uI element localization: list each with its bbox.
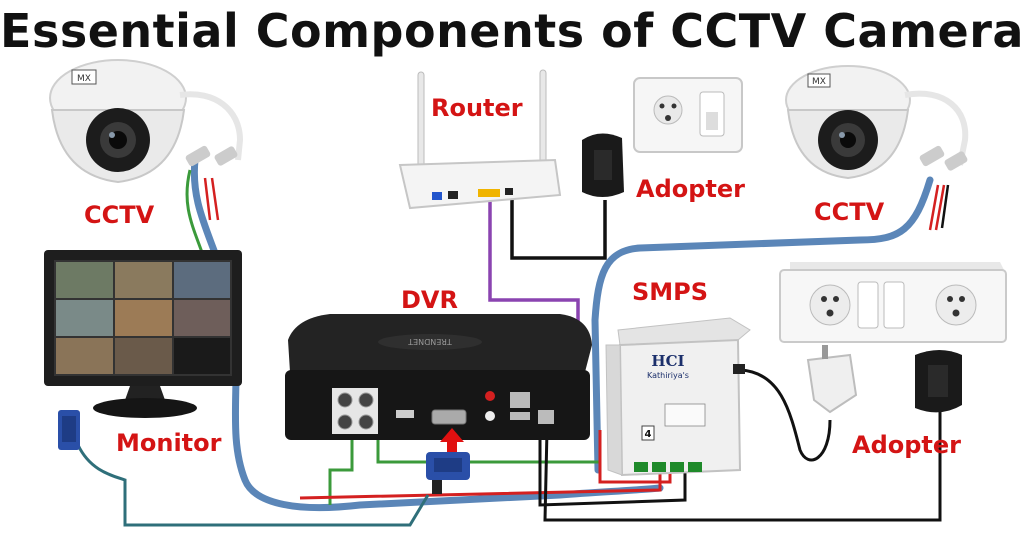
switch-board [779,262,1007,343]
wall-socket-top [633,77,743,153]
smps-brand: HCI [651,352,684,370]
label-adapter-top: Adopter [636,175,746,203]
right-camera-black-wire [940,184,950,229]
cctv-camera-right [785,65,969,180]
monitor [44,250,242,418]
label-smps: SMPS [632,278,709,306]
smps-output-black [538,430,687,507]
label-cctv-right: CCTV [814,198,885,226]
smps-mains-cable [739,368,832,462]
adapter-top [582,133,624,197]
right-camera-power-wires [928,184,946,231]
label-monitor: Monitor [116,429,222,457]
cctv-camera-left [49,59,244,184]
monitor-vga-cable [76,444,430,527]
dvr-brand: TRENDNET [408,337,453,346]
vga-connector-monitor [58,410,80,450]
dvr-video-wire-2 [376,440,602,464]
dvr-video-wire [328,440,354,505]
router [398,69,562,210]
label-cctv-left: CCTV [84,201,155,229]
smps-channel-count: 4 [645,429,652,440]
label-router: Router [431,94,523,122]
mains-plug [806,345,858,414]
vga-port-arrow [440,428,464,456]
router-power-cable [510,198,607,260]
label-adapter-right: Adopter [852,431,962,459]
right-camera-coax-cable [591,176,934,474]
adapter-right [915,350,962,413]
smps-output-red [299,430,672,500]
camera-brand-right: MX [812,77,826,87]
left-camera-power-wires [203,177,220,221]
vga-connector-dvr [426,452,470,494]
page-title: Essential Components of CCTV Camera [0,4,1024,58]
left-camera-coax-cable [190,156,664,512]
dvr [285,314,592,440]
smps-power-supply [605,317,751,477]
adapter-dvr-cable [543,405,942,522]
camera-brand-left: MX [77,74,91,84]
smps-brand-sub: Kathiriya's [647,371,689,380]
label-dvr: DVR [401,286,458,314]
